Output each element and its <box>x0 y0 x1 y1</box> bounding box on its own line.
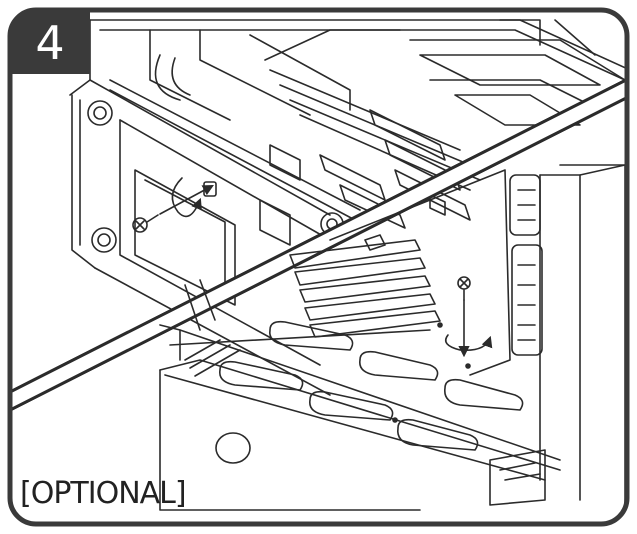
rotate-arrow-icon <box>444 334 493 352</box>
step-number: 4 <box>35 16 64 70</box>
lower-case-view <box>159 164 626 521</box>
step-badge: 4 <box>10 10 90 74</box>
screw-icon <box>132 214 159 233</box>
upper-case-view <box>69 19 627 396</box>
rotate-arrow-icon <box>171 177 202 218</box>
panel-frame <box>7 7 630 527</box>
screw-icon <box>457 276 471 301</box>
optional-label: [OPTIONAL] <box>20 476 186 511</box>
